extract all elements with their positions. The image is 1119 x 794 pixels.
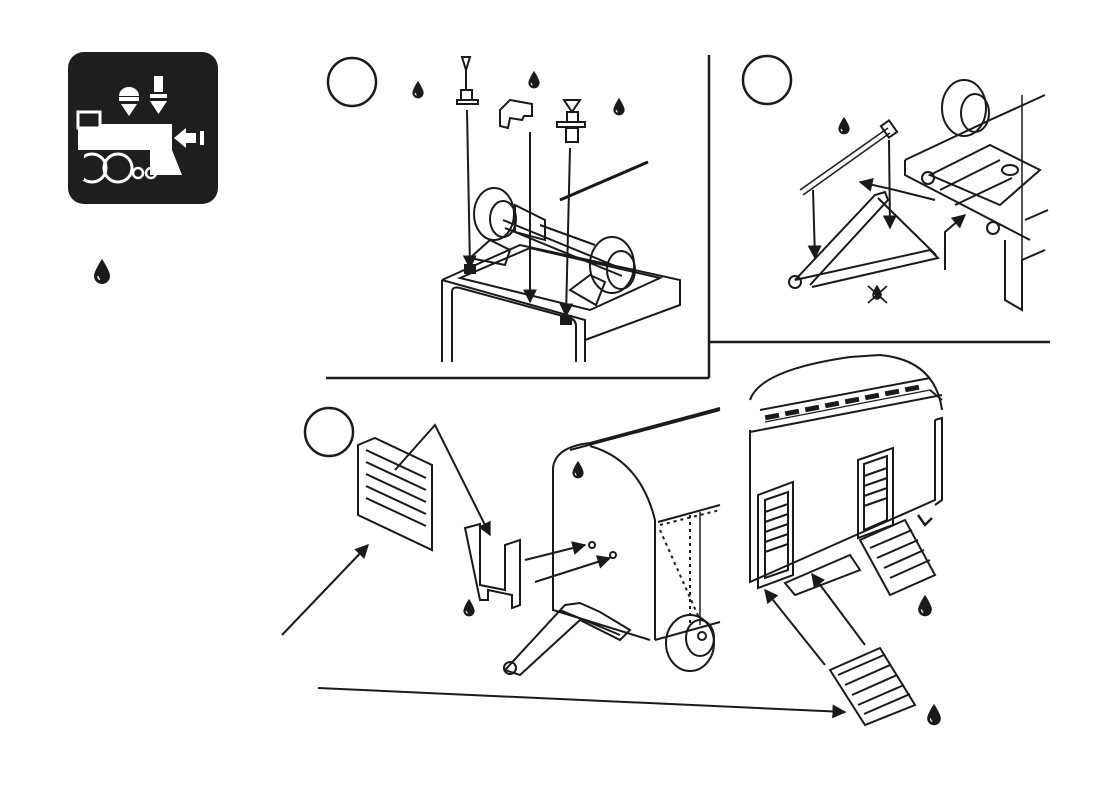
- glue-drop-icon: [463, 599, 474, 617]
- glue-drop-icon: [838, 117, 849, 134]
- glue-drop-icon: [528, 71, 539, 89]
- step-circle-3: [305, 408, 353, 456]
- glue-drop-icon: [927, 704, 941, 725]
- panel-step-2: [709, 56, 1050, 342]
- glue-drop-icon: [572, 461, 583, 479]
- step-circle-2: [743, 56, 791, 104]
- locomotive-assembly-icon: [68, 52, 218, 204]
- glue-drop-icon: [412, 81, 423, 99]
- glue-drop-icon: [613, 98, 624, 116]
- no-glue-icon: [868, 285, 887, 303]
- panel-step-3: [282, 355, 942, 725]
- panel-step-1: [326, 55, 709, 378]
- glue-drop-icon: [918, 595, 932, 616]
- glue-drop-icon: [94, 259, 110, 284]
- step-circle-1: [328, 58, 376, 106]
